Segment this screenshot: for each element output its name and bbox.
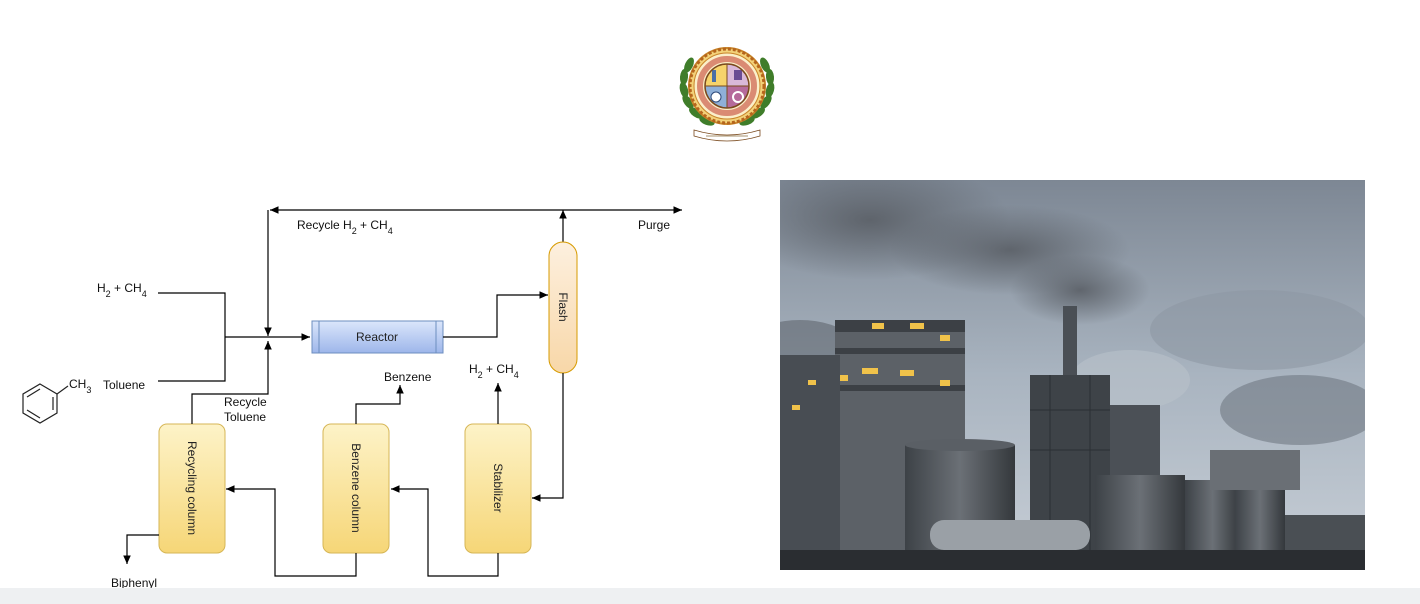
industrial-plant-photo: [780, 180, 1365, 570]
toluene-label: Toluene: [103, 378, 145, 392]
methyl-group-label: CH3: [69, 377, 91, 395]
biphenyl-label: Biphenyl: [111, 576, 157, 590]
recycle-toluene-line: [191, 341, 272, 424]
flash-unit[interactable]: Flash: [548, 241, 578, 374]
bottom-band: [0, 588, 1420, 604]
benzene-product-line: [355, 385, 404, 424]
feed-gas-label: H2 + CH4: [97, 281, 147, 299]
stabilizer-unit[interactable]: Stabilizer: [464, 423, 532, 554]
purge-label: Purge: [638, 218, 670, 232]
reactor-label: Reactor: [356, 330, 398, 344]
flash-bottoms-line: [532, 373, 564, 502]
recycling-column-label: Recycling column: [185, 441, 199, 535]
benzene-column-bottoms-line: [226, 485, 357, 577]
benzene-column-unit[interactable]: Benzene column: [322, 423, 390, 554]
recycling-column-unit[interactable]: Recycling column: [158, 423, 226, 554]
benzene-label: Benzene: [384, 370, 432, 384]
reactor-unit[interactable]: Reactor: [311, 320, 444, 354]
benzene-column-label: Benzene column: [349, 443, 363, 532]
flash-label: Flash: [556, 292, 570, 321]
stabilizer-label: Stabilizer: [491, 463, 505, 512]
recycle-gas-label: Recycle H2 + CH4: [297, 218, 393, 236]
plant-scene-icon: [780, 180, 1365, 570]
recycle-toluene-label-line1: Recycle: [224, 395, 267, 409]
recycle-gas-line: [264, 206, 682, 336]
institute-emblem-icon: [679, 47, 775, 142]
biphenyl-line: [123, 534, 159, 564]
feed-gas-line: [158, 292, 310, 382]
reactor-outlet-line: [443, 291, 548, 338]
recycle-toluene-label-line2: Toluene: [224, 410, 266, 424]
stabilizer-bottoms-line: [391, 485, 499, 577]
offgas-label: H2 + CH4: [469, 362, 519, 380]
process-flow-diagram: Recycle H2 + CH4 Purge H2 + CH4 Toluene …: [22, 206, 682, 590]
toluene-structure-icon: [22, 383, 69, 424]
